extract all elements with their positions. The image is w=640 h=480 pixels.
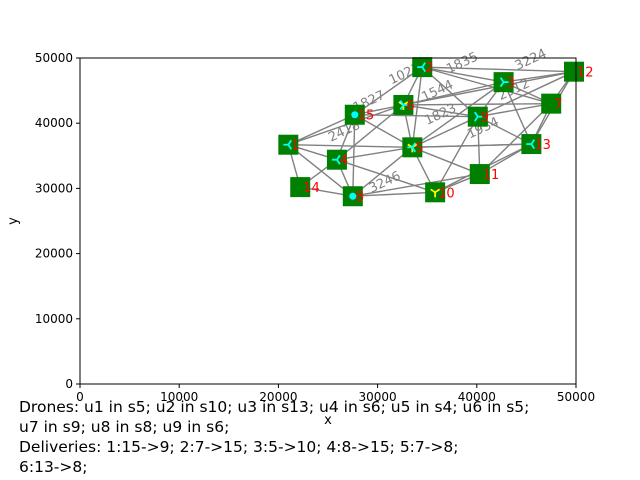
edge-7-9 — [477, 102, 552, 118]
edge-4-6 — [336, 104, 404, 161]
station-label-15: 15 — [358, 109, 375, 124]
station-label-14: 14 — [303, 181, 320, 196]
edge-2-3 — [422, 66, 504, 83]
edge-13-5 — [412, 143, 532, 149]
drone-marker — [417, 62, 426, 73]
station-label-10: 10 — [438, 186, 455, 201]
station-label-11: 11 — [483, 168, 500, 183]
edge-3-5 — [411, 81, 504, 148]
station-label-9: 9 — [481, 111, 489, 126]
drone-u7-marker — [474, 111, 483, 122]
edge-2-12 — [422, 66, 575, 73]
x-tick-label: 50000 — [557, 390, 595, 404]
edge-7-11 — [479, 103, 552, 175]
status-caption: Drones: u1 in s5; u2 in s10; u3 in s13; … — [19, 397, 619, 477]
y-tick-label: 20000 — [35, 247, 73, 261]
edge-4-5 — [336, 146, 413, 161]
x-axis-label: x — [324, 413, 332, 428]
edge-1-15 — [288, 114, 356, 146]
x-tick-label: 30000 — [359, 390, 397, 404]
y-tick-label: 50000 — [35, 51, 73, 65]
x-tick-label: 0 — [76, 390, 84, 404]
edge-6-12 — [403, 71, 575, 106]
y-tick-label: 0 — [65, 377, 73, 391]
drones-layer — [283, 62, 536, 200]
x-tick-label: 10000 — [160, 390, 198, 404]
drone-u8-marker — [349, 192, 357, 200]
x-tick-label: 40000 — [458, 390, 496, 404]
y-tick-label: 30000 — [35, 181, 73, 195]
edge-1-5 — [288, 144, 413, 149]
edge-5-9 — [412, 116, 479, 148]
drone-u5-marker — [331, 154, 341, 165]
station-label-5: 5 — [415, 141, 423, 156]
station-label-8: 8 — [356, 190, 364, 205]
edge-3-13 — [502, 81, 532, 145]
edge-6-7 — [403, 102, 552, 106]
station-12 — [564, 61, 585, 82]
station-label-2: 2 — [425, 61, 433, 76]
y-axis-ticks: 0 10000 20000 30000 40000 50000 — [35, 51, 80, 391]
drone-u6-marker — [407, 142, 417, 153]
edge-weight-label: 3246 — [367, 169, 403, 197]
edge-8-10 — [352, 191, 436, 197]
station-14 — [290, 177, 311, 198]
deliveries-caption-line-2: 6:13->8; — [19, 458, 88, 476]
deliveries-caption-line-1: Deliveries: 1:15->9; 2:7->15; 3:5->10; 4… — [19, 438, 459, 456]
edge-1-6 — [288, 104, 404, 146]
station-11 — [469, 164, 490, 185]
drones-caption-line-2: u7 in s9; u8 in s8; u9 in s6; — [19, 418, 230, 436]
y-axis-label: y — [6, 217, 21, 225]
y-tick-label: 40000 — [35, 116, 73, 130]
x-tick-label: 20000 — [259, 390, 297, 404]
edge-9-12 — [477, 71, 575, 118]
edge-weight-label: 1835 — [444, 50, 480, 78]
edge-6-9 — [403, 104, 478, 118]
edge-8-15 — [352, 114, 356, 197]
edge-9-10 — [434, 116, 479, 193]
drone-u2-marker — [430, 188, 441, 198]
station-label-1: 1 — [291, 139, 299, 154]
drone-u3-marker — [526, 139, 536, 150]
station-label-4: 4 — [340, 154, 348, 169]
station-label-13: 13 — [534, 138, 551, 153]
edge-5-11 — [412, 146, 481, 175]
edge-2-15 — [354, 66, 423, 116]
y-tick-label: 10000 — [35, 312, 73, 326]
edge-9-15 — [354, 114, 478, 118]
plot-frame — [79, 57, 577, 385]
drone-marker — [283, 139, 293, 150]
drone-marker — [499, 77, 509, 88]
x-axis-ticks: 0 10000 20000 30000 40000 50000 — [76, 384, 595, 404]
edge-1-8 — [287, 144, 354, 197]
station-label-7: 7 — [554, 98, 562, 113]
station-label-12: 12 — [577, 66, 594, 81]
drone-marker — [351, 111, 359, 119]
station-7 — [541, 93, 562, 114]
drone-u9-marker — [399, 99, 409, 110]
drones-caption-line-1: Drones: u1 in s5; u2 in s10; u3 in s13; … — [19, 398, 530, 416]
station-label-6: 6 — [406, 99, 414, 114]
edge-8-11 — [352, 173, 480, 197]
station-label-3: 3 — [507, 76, 515, 91]
